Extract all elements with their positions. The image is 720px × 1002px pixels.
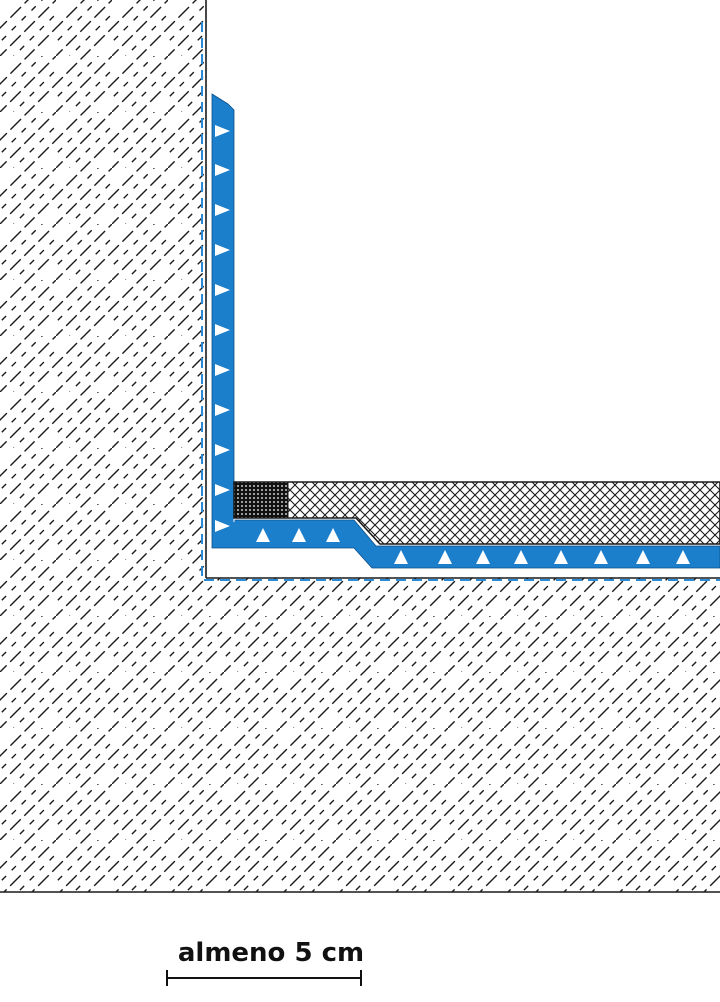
floor-slab xyxy=(0,577,720,893)
membrane-triangles-horizontal xyxy=(246,528,690,564)
dimension-line xyxy=(166,970,362,986)
membrane-triangles-vertical xyxy=(215,125,230,532)
wall-section xyxy=(0,0,207,892)
floor-tile-layer xyxy=(233,481,720,545)
sealing-joint-block xyxy=(233,481,289,519)
dimension-label: almeno 5 cm xyxy=(177,938,365,968)
primer-dashed-line xyxy=(201,22,720,581)
